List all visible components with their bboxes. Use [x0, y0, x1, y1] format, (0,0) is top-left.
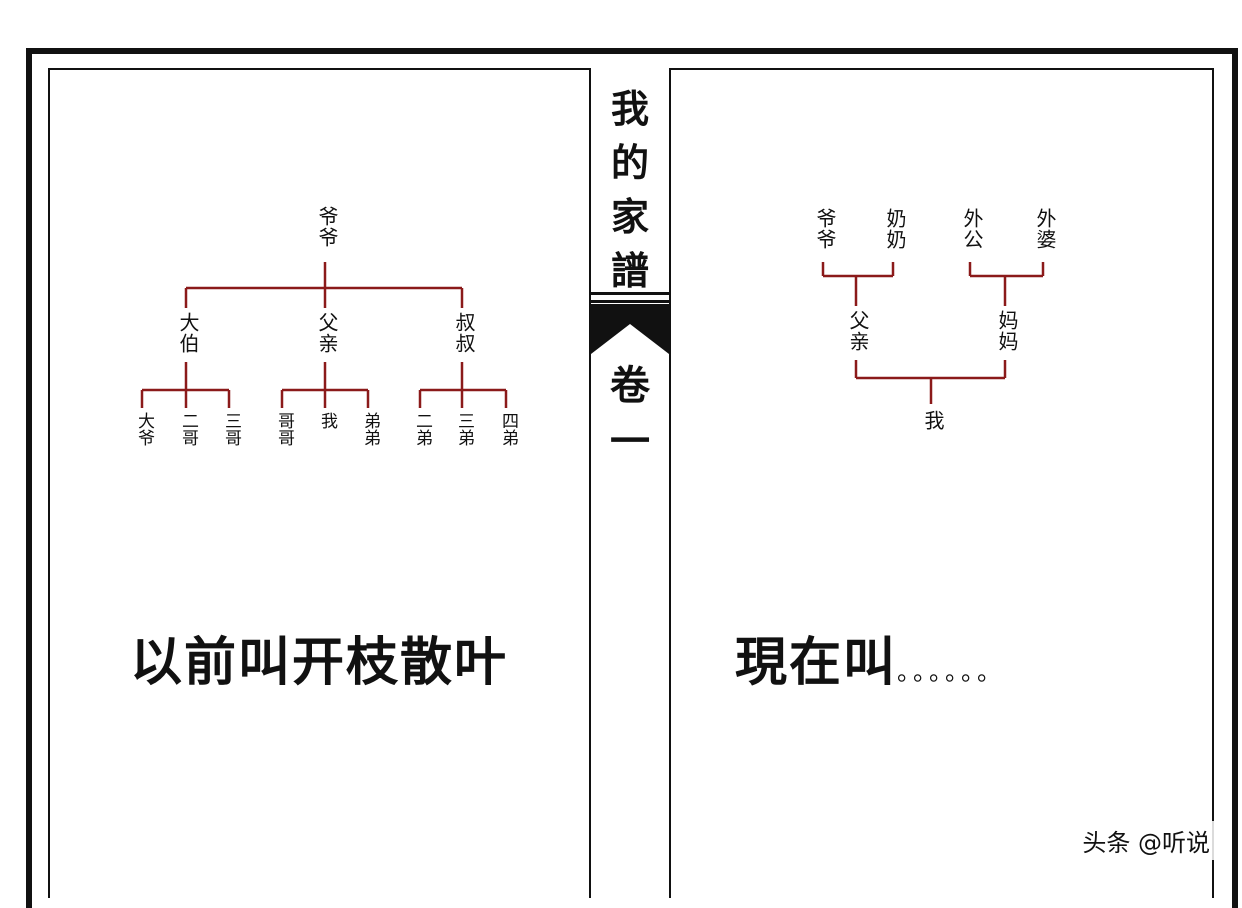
tree-node-brother: 哥哥 [274, 412, 294, 446]
spine-volume: 卷 一 [610, 362, 650, 465]
tree-node-father: 父亲 [846, 310, 870, 352]
book-spine: 我 的 家 譜 卷 一 [589, 68, 671, 898]
tree-node-self: 我 [921, 410, 945, 431]
tree-node-mother: 妈妈 [995, 310, 1019, 352]
tree-node-uncle: 叔叔 [452, 312, 476, 354]
tree-node-eldest-uncle: 大伯 [176, 312, 200, 354]
family-tree-lines [140, 262, 1045, 408]
tree-node-maternal-grandmother: 外婆 [1033, 208, 1057, 250]
right-caption-dots: 。。。。。。 [897, 658, 1006, 686]
spine-divider [591, 292, 669, 295]
spine-band-ornament [591, 304, 669, 354]
spine-title: 我 的 家 譜 [610, 86, 649, 293]
tree-node-maternal-grandfather: 外公 [960, 208, 984, 250]
spine-divider [591, 300, 669, 303]
tree-node-cousin: 二哥 [178, 412, 198, 446]
book-outer-frame [26, 48, 1238, 908]
right-caption: 現在叫。。。。。。 [735, 620, 1005, 695]
tree-node-cousin: 二弟 [412, 412, 432, 446]
tree-node-cousin: 四弟 [498, 412, 518, 446]
tree-node-father: 父亲 [315, 312, 339, 354]
tree-node-paternal-grandfather: 爷爷 [813, 208, 837, 250]
tree-node-grandfather: 爷爷 [315, 206, 339, 248]
watermark: 头条 @听说 [1076, 821, 1216, 860]
tree-node-paternal-grandmother: 奶奶 [883, 208, 907, 250]
tree-node-self: 我 [317, 412, 337, 429]
left-caption: 以前叫开枝散叶 [130, 632, 509, 693]
right-caption-text: 現在叫 [735, 632, 898, 693]
tree-node-brother: 弟弟 [360, 412, 380, 446]
tree-node-cousin: 大爷 [134, 412, 154, 446]
tree-node-cousin: 三弟 [454, 412, 474, 446]
tree-node-cousin: 三哥 [221, 412, 241, 446]
